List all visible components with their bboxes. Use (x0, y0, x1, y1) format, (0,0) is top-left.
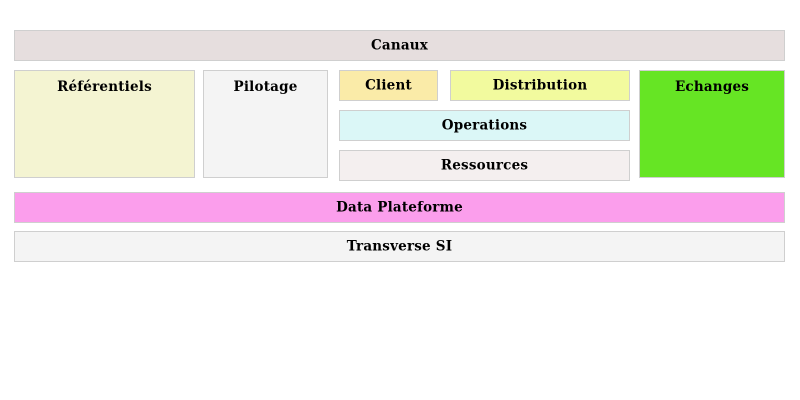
block-distribution-label: Distribution (492, 76, 588, 93)
block-pilotage[interactable]: Pilotage (203, 70, 328, 178)
block-pilotage-label: Pilotage (233, 79, 298, 95)
block-ressources[interactable]: Ressources (339, 150, 630, 181)
block-referentiels[interactable]: Référentiels (14, 70, 195, 178)
band-data-plateforme-label: Data Plateforme (336, 198, 463, 215)
block-distribution[interactable]: Distribution (450, 70, 630, 101)
block-client-label: Client (365, 76, 412, 93)
band-transverse-si[interactable]: Transverse SI (14, 231, 785, 262)
band-canaux[interactable]: Canaux (14, 30, 785, 61)
block-ressources-label: Ressources (440, 156, 529, 173)
block-echanges[interactable]: Echanges (639, 70, 785, 178)
block-referentiels-label: Référentiels (57, 79, 152, 95)
band-data-plateforme[interactable]: Data Plateforme (14, 192, 785, 223)
band-transverse-si-label: Transverse SI (346, 237, 453, 254)
block-client[interactable]: Client (339, 70, 438, 101)
block-operations-label: Operations (441, 116, 528, 133)
block-echanges-label: Echanges (674, 79, 750, 95)
band-canaux-label: Canaux (370, 36, 429, 53)
block-operations[interactable]: Operations (339, 110, 630, 141)
